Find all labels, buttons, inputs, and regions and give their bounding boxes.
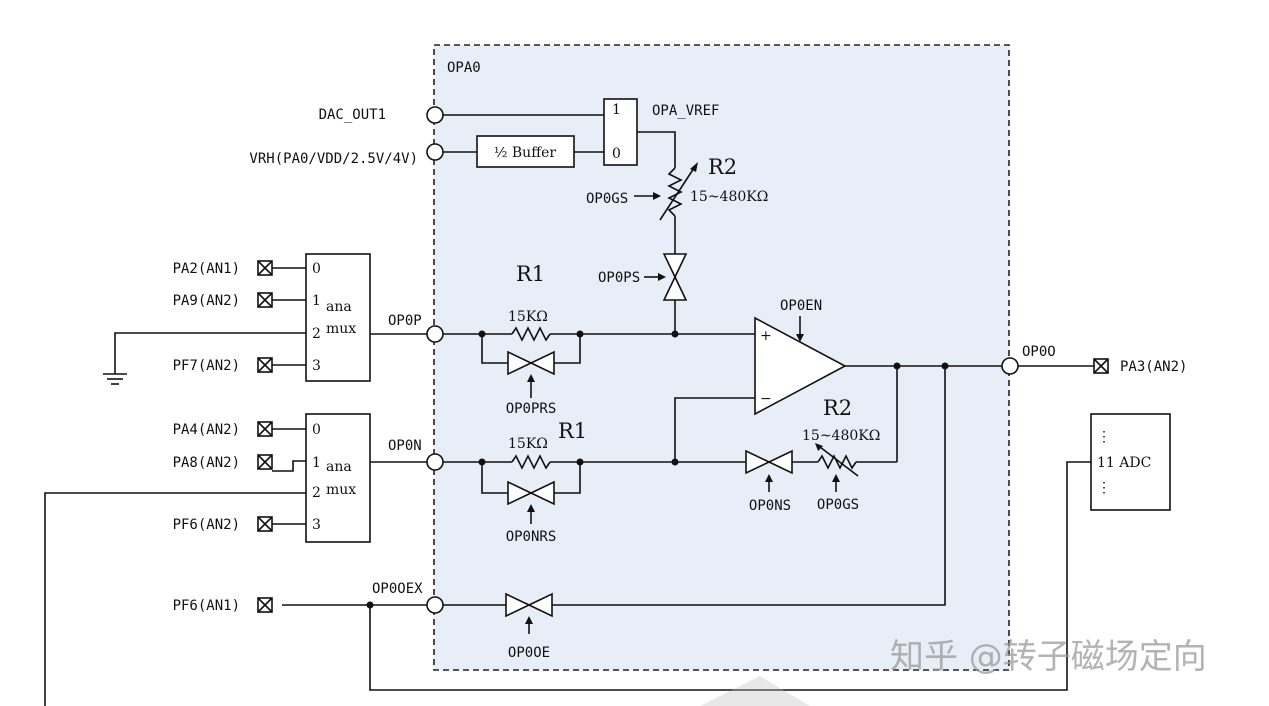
vref-mux-in1: 1 [612, 102, 621, 118]
pa8-label: PA8(AN2) [173, 455, 240, 471]
op0prs-switch [507, 350, 533, 376]
opamp-minus: − [760, 391, 772, 407]
mux-p-idx-2: 2 [312, 326, 321, 342]
opamp: + − OP0EN OP0O PA3(AN2) [754, 298, 1187, 416]
mux-p-idx-0: 0 [312, 261, 321, 277]
r1-neg-name: R1 [558, 419, 587, 443]
pa3-pin [1093, 358, 1109, 374]
mux-n-idx-1: 1 [312, 455, 321, 471]
pf6-an2-label: PF6(AN2) [173, 517, 240, 533]
pa9-pin [257, 292, 273, 308]
op0en-label: OP0EN [780, 298, 822, 314]
adc-label: 11 ADC [1097, 455, 1151, 471]
op0ns-label: OP0NS [749, 498, 791, 514]
vref-section: DAC_OUT1 VRH(PA0/VDD/2.5V/4V) ½ Buffer 1… [249, 98, 768, 334]
half-buffer-label: ½ Buffer [494, 145, 557, 161]
op0o-label: OP0O [1022, 344, 1056, 360]
mux-p-name2: mux [326, 321, 356, 337]
watermark-text: 知乎 @转子磁场定向 [890, 637, 1207, 677]
r2-top-resistor [667, 167, 683, 217]
watermark-shape [700, 676, 810, 706]
r2-top-ctrl: OP0GS [586, 191, 628, 207]
r1-pos-resistor [511, 326, 551, 342]
op0p-terminal [426, 325, 444, 343]
op0p-label: OP0P [388, 313, 422, 329]
op0ns-switch [745, 449, 771, 475]
mux-p-idx-1: 1 [312, 293, 321, 309]
pf7-label: PF7(AN2) [173, 358, 240, 374]
pa2-pin [257, 260, 273, 276]
pa4-pin [257, 421, 273, 437]
mux-n-idx-0: 0 [312, 422, 321, 438]
mux-negative: 0 1 2 3 ana mux PA4(AN2) PA8(AN2) PF6(AN… [44, 413, 371, 706]
r2-fb-resistor [817, 454, 857, 470]
pa8-pin [257, 454, 273, 470]
r1-neg-resistor [511, 454, 551, 470]
adc-dots-top: ⋮ [1097, 429, 1111, 445]
opamp-plus: + [760, 328, 772, 344]
op0n-label: OP0N [388, 438, 422, 454]
op0ps-switch [662, 253, 688, 279]
pa9-label: PA9(AN2) [173, 293, 240, 309]
negative-path: OP0N R1 15KΩ OP0NRS OP0NS R2 15~480KΩ [370, 366, 898, 545]
pf6-an1-label: PF6(AN1) [173, 598, 240, 614]
mux-n-idx-3: 3 [312, 517, 321, 533]
dac-out-terminal [426, 106, 444, 124]
r2-fb-name: R2 [823, 396, 852, 420]
output-ext-path: OP0OEX OP0OE PF6(AN1) [173, 366, 1091, 691]
mux-positive: 0 1 2 3 ana mux PA2(AN1) PA9(AN2) PF7(AN… [103, 253, 371, 385]
op0o-terminal [1001, 357, 1019, 375]
adc-block: ⋮ 11 ADC ⋮ [1090, 413, 1171, 511]
r2-top-name: R2 [708, 155, 737, 179]
mux-n-idx-2: 2 [312, 485, 321, 501]
pf7-pin [257, 357, 273, 373]
op0oe-label: OP0OE [508, 645, 550, 661]
half-buffer [476, 135, 575, 168]
op0gs-fb-label: OP0GS [817, 497, 859, 513]
opa-vref-label: OPA_VREF [652, 103, 719, 119]
mux-n-name1: ana [326, 459, 352, 475]
op0oex-terminal [426, 596, 444, 614]
op0nrs-label: OP0NRS [506, 529, 557, 545]
r1-pos-value: 15KΩ [508, 309, 548, 325]
mux-p-idx-3: 3 [312, 358, 321, 374]
op0nrs-switch [507, 480, 533, 506]
op0n-terminal [426, 453, 444, 471]
pf6-an1-pin [257, 597, 273, 613]
mux-n-name2: mux [326, 482, 356, 498]
op0prs-label: OP0PRS [506, 401, 557, 417]
pf6-an2-pin [257, 516, 273, 532]
pa3-label: PA3(AN2) [1120, 359, 1187, 375]
mux-p-name1: ana [326, 299, 352, 315]
positive-path: OP0P R1 15KΩ OP0PRS [370, 262, 755, 417]
op0oex-label: OP0OEX [372, 581, 423, 597]
block-title: OPA0 [447, 60, 481, 76]
adc-dots-bottom: ⋮ [1097, 480, 1111, 496]
r1-pos-name: R1 [516, 262, 545, 286]
op0oe-switch [505, 592, 531, 618]
op0ps-label: OP0PS [598, 270, 640, 286]
r2-fb-range: 15~480KΩ [802, 428, 880, 444]
r2-top-range: 15~480KΩ [690, 189, 768, 205]
vref-mux-in0: 0 [612, 146, 621, 162]
vrh-label: VRH(PA0/VDD/2.5V/4V) [249, 151, 418, 167]
vrh-terminal [426, 143, 444, 161]
r1-neg-value: 15KΩ [508, 436, 548, 452]
pa4-label: PA4(AN2) [173, 422, 240, 438]
dac-out-label: DAC_OUT1 [319, 107, 386, 123]
pa2-label: PA2(AN1) [173, 261, 240, 277]
